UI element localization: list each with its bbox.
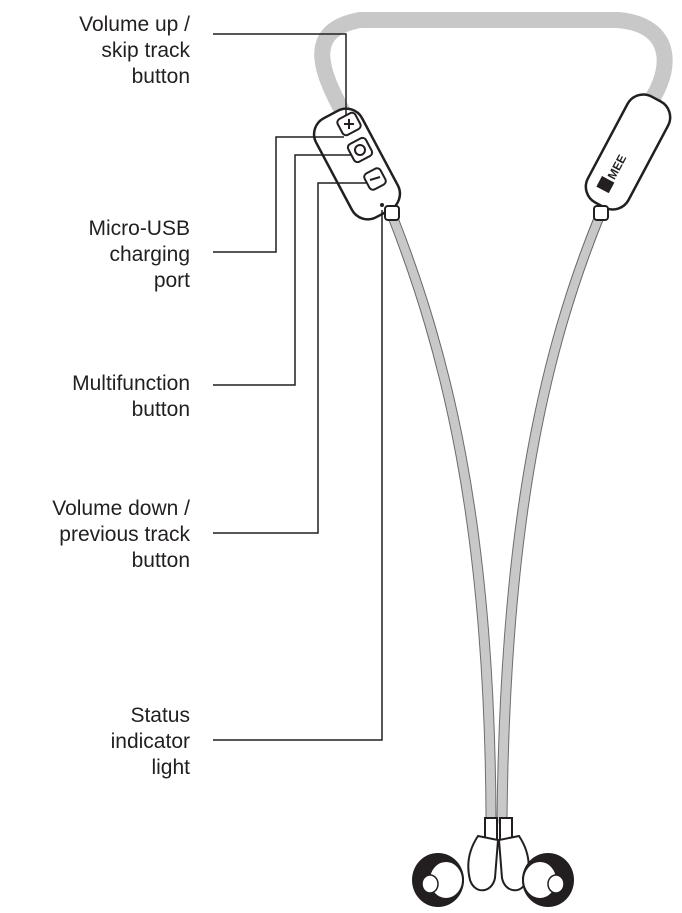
- callout-line: previous track: [59, 523, 190, 546]
- leader-line-usb-port: [213, 136, 344, 253]
- callout-volume-down: Volume down / previous track button: [0, 496, 190, 574]
- leader-line-volume-down: [213, 182, 366, 534]
- left-cable: [387, 210, 496, 825]
- callout-line: port: [153, 269, 190, 292]
- circle-icon: [354, 144, 366, 156]
- callout-line: button: [131, 549, 190, 572]
- callout-line: Micro-USB: [88, 217, 190, 240]
- leader-line-status-light: [213, 210, 383, 741]
- callout-volume-up: Volume up / skip track button: [0, 12, 190, 90]
- right-cable: [497, 210, 605, 825]
- neckband: [314, 12, 673, 120]
- callout-usb-port: Micro-USB charging port: [0, 216, 190, 294]
- callout-line: Volume up /: [79, 13, 190, 36]
- left-earbud: [412, 817, 500, 907]
- callout-line: skip track: [101, 39, 190, 62]
- volume-down-button[interactable]: [363, 167, 387, 191]
- callout-multifunction: Multifunction button: [0, 371, 190, 423]
- callout-line: button: [131, 398, 190, 421]
- callout-line: Volume down /: [52, 497, 190, 520]
- callout-status-light: Status indicator light: [0, 703, 190, 781]
- leader-lines: [213, 33, 383, 741]
- leader-line-multifunction: [213, 154, 351, 386]
- leader-line-volume-up: [213, 33, 347, 116]
- callout-line: charging: [109, 243, 190, 266]
- multifunction-button[interactable]: [346, 136, 374, 164]
- callout-line: indicator: [110, 730, 190, 753]
- callout-line: Multifunction: [72, 372, 190, 395]
- callout-line: light: [151, 756, 190, 779]
- right-earbud: [497, 817, 574, 907]
- callout-line: Status: [130, 704, 190, 727]
- plus-icon: [344, 119, 354, 129]
- volume-up-button[interactable]: [336, 111, 362, 137]
- minus-icon: [369, 176, 381, 181]
- control-module: [312, 107, 402, 221]
- battery-module: MEE: [584, 93, 672, 221]
- callout-line: button: [131, 65, 190, 88]
- status-light-dot: [380, 203, 384, 207]
